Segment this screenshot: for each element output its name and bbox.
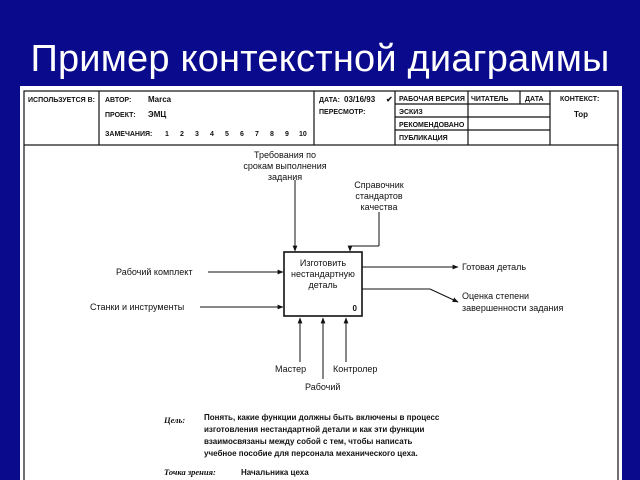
notes-numbers: 1 2 3 4 5 6 7 8 9 10 [165, 131, 307, 138]
status-draft: ЭСКИЗ [399, 109, 423, 116]
function-box-line: Изготовить [300, 258, 346, 268]
check-mark-icon: ✔ [386, 95, 393, 104]
idef0-sheet: ИСПОЛЬЗУЕТСЯ В: АВТОР: Marca ПРОЕКТ: ЭМЦ… [20, 86, 622, 480]
note-number: 7 [255, 131, 259, 138]
control-label-2: Справочник [354, 180, 404, 190]
mechanism-label-1: Мастер [275, 364, 306, 374]
date-value: 03/16/93 [344, 95, 376, 104]
note-number: 3 [195, 131, 199, 138]
function-box-line: деталь [309, 280, 338, 290]
viewpoint-value: Начальника цеха [241, 468, 309, 477]
project-value: ЭМЦ [148, 110, 166, 119]
control-label-1: задания [268, 172, 302, 182]
slide-title: Пример контекстной диаграммы [30, 38, 610, 80]
purpose-line: учебное пособие для персонала механическ… [204, 449, 418, 458]
status-working: РАБОЧАЯ ВЕРСИЯ [399, 96, 465, 103]
purpose-line: взаимосвязаны между собой с тем, чтобы н… [204, 437, 413, 446]
context-value: Top [574, 110, 588, 119]
control-label-2: стандартов [355, 191, 403, 201]
control-label-2: качества [361, 202, 398, 212]
output-label-1: Готовая деталь [462, 262, 526, 272]
context-label: КОНТЕКСТ: [560, 96, 599, 103]
note-number: 5 [225, 131, 229, 138]
note-number: 2 [180, 131, 184, 138]
notes-label: ЗАМЕЧАНИЯ: [105, 131, 152, 138]
note-number: 1 [165, 131, 169, 138]
purpose-label: Цель: [163, 415, 185, 425]
input-label-1: Рабочий комплект [116, 267, 192, 277]
output-label-2: завершенности задания [462, 303, 564, 313]
mechanism-label-3: Контролер [333, 364, 377, 374]
date-label: ДАТА: [319, 97, 340, 104]
reader-label: ЧИТАТЕЛЬ [471, 96, 508, 103]
control-label-1: Требования по [254, 150, 316, 160]
control-label-1: срокам выполнения [243, 161, 326, 171]
function-box-line: нестандартную [291, 269, 355, 279]
author-value: Marca [148, 95, 172, 104]
purpose-line: изготовления нестандартной детали и как … [204, 425, 425, 434]
project-label: ПРОЕКТ: [105, 112, 136, 119]
header-frame [23, 90, 619, 146]
function-box [283, 251, 363, 317]
note-number: 10 [299, 131, 307, 138]
note-number: 8 [270, 131, 274, 138]
arrows [200, 180, 459, 379]
note-number: 6 [240, 131, 244, 138]
viewpoint-label: Точка зрения: [164, 467, 216, 477]
output-arrow-2 [429, 288, 459, 303]
note-number: 4 [210, 131, 214, 138]
reader-date-label: ДАТА [525, 96, 544, 103]
revision-label: ПЕРЕСМОТР: [319, 109, 365, 116]
idef0-diagram: ИСПОЛЬЗУЕТСЯ В: АВТОР: Marca ПРОЕКТ: ЭМЦ… [23, 90, 619, 480]
status-publication: ПУБЛИКАЦИЯ [399, 135, 448, 142]
status-recommended: РЕКОМЕНДОВАНО [399, 122, 465, 129]
output-label-2: Оценка степени [462, 291, 529, 301]
note-number: 9 [285, 131, 289, 138]
function-box-number: 0 [353, 304, 358, 313]
purpose-line: Понять, какие функции должны быть включе… [204, 413, 440, 422]
used-in-label: ИСПОЛЬЗУЕТСЯ В: [28, 97, 95, 104]
input-label-2: Станки и инструменты [90, 302, 184, 312]
author-label: АВТОР: [105, 97, 131, 104]
mechanism-label-2: Рабочий [305, 382, 340, 392]
